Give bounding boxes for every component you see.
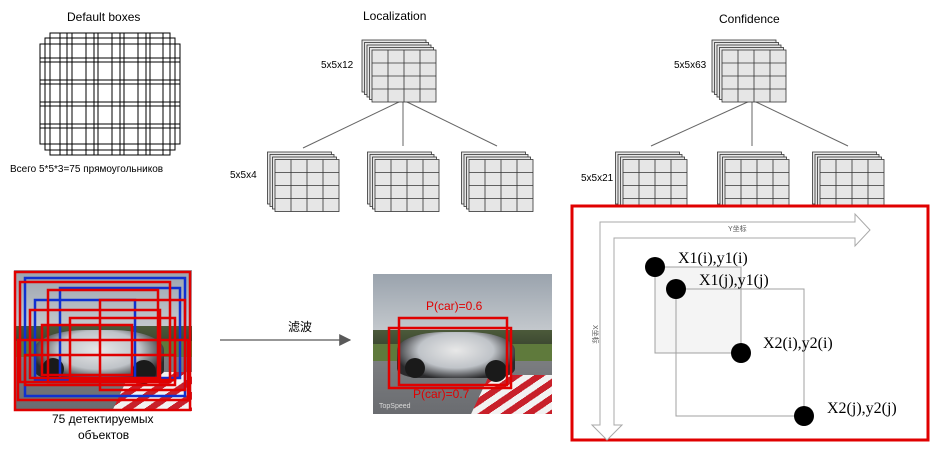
coordinate-axes [590,212,871,441]
dim-conf-top: 5x5x63 [674,60,707,71]
confidence-tree-lines [650,99,849,147]
stack-loc-child-2 [367,151,440,212]
title-confidence: Confidence [719,12,780,26]
stack-loc-child-1 [267,151,340,212]
caption-detected-line1: 75 детектируемых [52,412,154,426]
prob-label-top: P(car)=0.6 [426,299,483,313]
filtered-detection-boxes [387,316,513,390]
stack-loc-child-3 [461,151,534,212]
dim-loc-top: 5x5x12 [321,60,354,71]
prob-label-bottom: P(car)=0.7 [413,387,470,401]
coordinate-panel-frame [570,204,930,442]
default-boxes-grid [39,32,181,156]
point-label-x1i: X1(i),y1(i) [678,250,748,267]
x-axis-label: X坐标 [591,325,598,344]
corner-points [645,257,814,426]
left-detection-boxes [13,270,192,412]
caption-detected-line2: объектов [78,428,130,442]
stack-loc-top [361,39,437,103]
bounding-box-rects [654,266,805,417]
stack-conf-child-2 [717,151,790,212]
point-label-x2i: X2(i),y2(i) [763,335,833,352]
stack-conf-top [711,39,787,103]
dim-loc-child: 5x5x4 [230,170,257,181]
title-default-boxes: Default boxes [67,10,141,24]
point-label-x1j: X1(j),y1(j) [699,272,769,289]
stack-conf-child-1 [615,151,688,212]
filter-label: 滤波 [288,320,313,334]
title-localization: Localization [363,9,427,23]
dim-conf-child: 5x5x21 [581,173,614,184]
point-label-x2j: X2(j),y2(j) [827,400,897,417]
y-axis-label: Y坐标 [728,226,747,233]
caption-total-boxes: Всего 5*5*3=75 прямоугольников [10,164,164,175]
stack-conf-child-3 [812,151,885,212]
tensor-stacks [267,39,885,212]
localization-tree-lines [302,99,498,149]
